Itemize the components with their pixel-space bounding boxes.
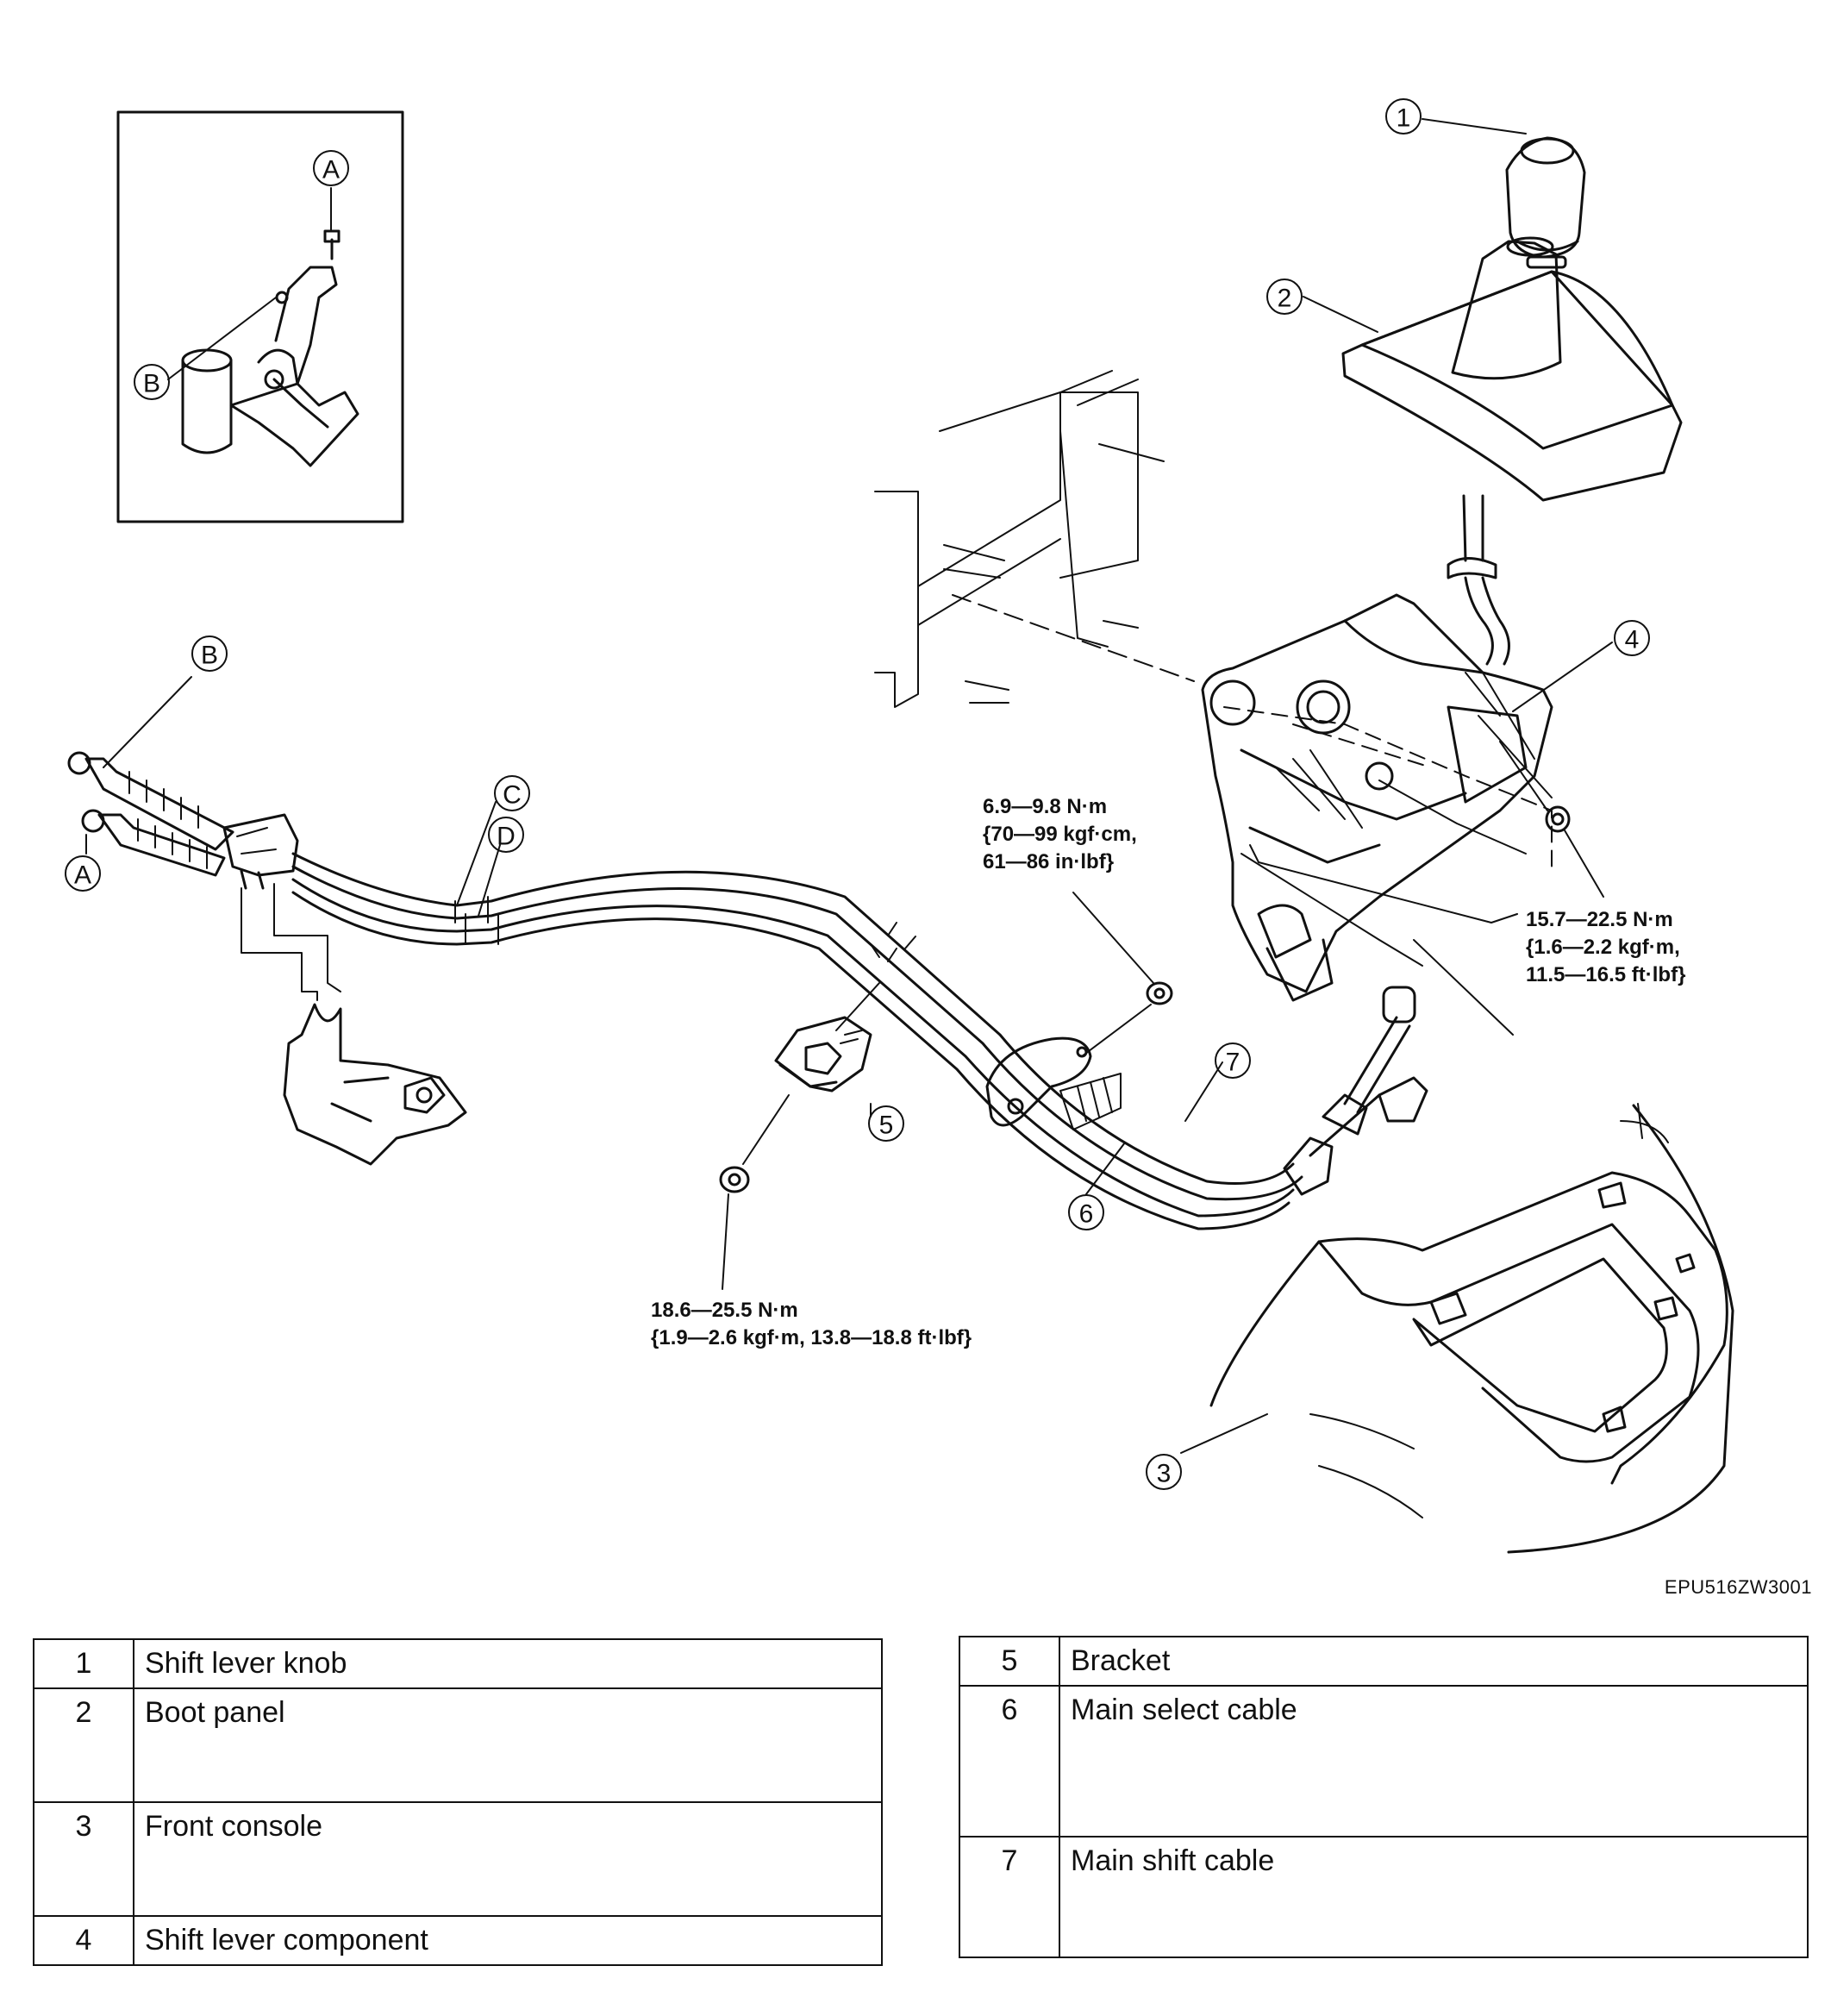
- front-console-drawing: [1209, 1103, 1734, 1554]
- legend-label: Main shift cable: [1059, 1836, 1809, 1958]
- cable-end-left-drawing: [67, 751, 299, 890]
- torque-spec-15-7: 15.7—22.5 N·m {1.6—2.2 kgf·m, 11.5—16.5 …: [1526, 908, 1685, 986]
- shift-lever-component-drawing: [1201, 593, 1553, 1002]
- legend-label: Bracket: [1059, 1636, 1809, 1687]
- callout-1: 1: [1397, 104, 1411, 133]
- torque-15-7-line-2: {1.6—2.2 kgf·m,: [1526, 936, 1680, 959]
- legend-number: 6: [959, 1685, 1060, 1838]
- callout-a-main: A: [74, 861, 91, 890]
- torque-18-6-line-2: {1.9—2.6 kgf·m, 13.8—18.8 ft·lbf}: [651, 1326, 972, 1349]
- bolt-shift-lever: [1499, 741, 1604, 898]
- cable-bracket-left-drawing: [241, 883, 467, 1166]
- callout-4: 4: [1625, 626, 1640, 654]
- torque-spec-6-9: 6.9—9.8 N·m {70—99 kgf·cm, 61—86 in·lbf}: [983, 795, 1137, 873]
- legend-table-left: 1 Shift lever knob 2 Boot panel 3 Front …: [33, 1638, 883, 1966]
- legend-table-right: 5 Bracket 6 Main select cable 7 Main shi…: [959, 1636, 1809, 1958]
- legend-row: 3 Front console: [33, 1801, 883, 1917]
- shift-lever-shaft: [1462, 494, 1484, 562]
- legend-number: 5: [959, 1636, 1060, 1687]
- callout-labels: 1 2 4 7 5 6 3 A B B A C D: [74, 104, 1639, 1488]
- legend-number: 2: [33, 1687, 134, 1803]
- nut-bracket: [719, 1094, 790, 1290]
- callout-a-inset: A: [322, 156, 340, 185]
- legend-label: Shift lever component: [133, 1915, 883, 1966]
- inset-detail: [116, 110, 404, 523]
- torque-6-9-line-2: {70—99 kgf·cm,: [983, 823, 1137, 846]
- callout-c-main: C: [503, 781, 522, 810]
- legend-number: 4: [33, 1915, 134, 1966]
- legend-row: 1 Shift lever knob: [33, 1638, 883, 1689]
- callout-5: 5: [879, 1111, 894, 1140]
- callout-7: 7: [1226, 1049, 1240, 1077]
- legend-number: 1: [33, 1638, 134, 1689]
- legend-label: Front console: [133, 1801, 883, 1917]
- torque-15-7-line-1: 15.7—22.5 N·m: [1526, 908, 1673, 931]
- figure-id: EPU516ZW3001: [1664, 1576, 1812, 1598]
- torque-18-6-line-1: 18.6—25.5 N·m: [651, 1299, 798, 1322]
- callout-3: 3: [1157, 1460, 1172, 1488]
- legend-row: 4 Shift lever component: [33, 1915, 883, 1966]
- torque-6-9-line-1: 6.9—9.8 N·m: [983, 795, 1107, 818]
- main-cables-drawing: [291, 852, 1428, 1230]
- torque-spec-18-6: 18.6—25.5 N·m {1.9—2.6 kgf·m, 13.8—18.8 …: [651, 1299, 972, 1349]
- legend-label: Shift lever knob: [133, 1638, 883, 1689]
- callout-b-inset: B: [143, 370, 160, 398]
- legend-label: Main select cable: [1059, 1685, 1809, 1838]
- legend-number: 3: [33, 1801, 134, 1917]
- vehicle-frame-drawing: [874, 370, 1195, 708]
- callout-2: 2: [1278, 285, 1292, 313]
- legend-row: 7 Main shift cable: [959, 1836, 1809, 1958]
- boot-panel-drawing: [1341, 236, 1683, 502]
- nut-cable-plate: [1072, 892, 1173, 1057]
- legend-row: 2 Boot panel: [33, 1687, 883, 1803]
- torque-6-9-line-3: 61—86 in·lbf}: [983, 850, 1114, 873]
- callout-6: 6: [1079, 1200, 1094, 1229]
- leader-lines: [85, 118, 1613, 1454]
- legend-number: 7: [959, 1836, 1060, 1958]
- bracket-5-drawing: [774, 982, 880, 1093]
- callout-circles: [65, 98, 1650, 1490]
- legend-row: 5 Bracket: [959, 1636, 1809, 1687]
- legend-row: 6 Main select cable: [959, 1685, 1809, 1838]
- legend-label: Boot panel: [133, 1687, 883, 1803]
- callout-d-main: D: [497, 823, 516, 851]
- torque-15-7-line-3: 11.5—16.5 ft·lbf}: [1526, 963, 1685, 986]
- callout-b-main: B: [201, 642, 218, 670]
